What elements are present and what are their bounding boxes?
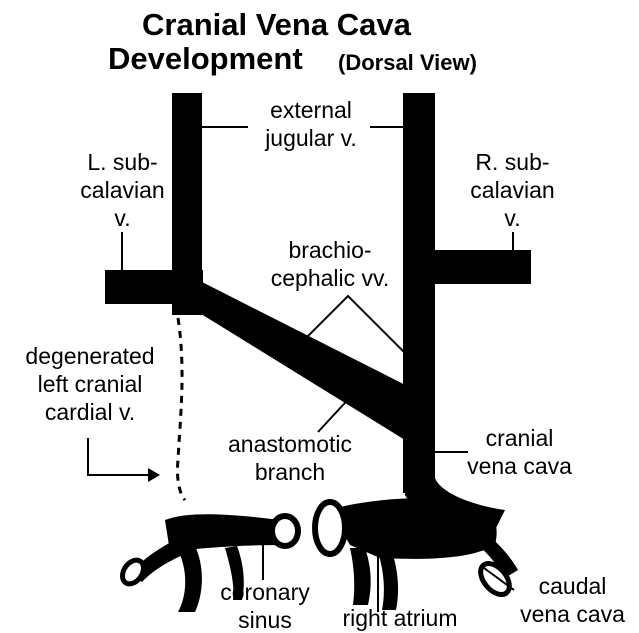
degenerated-arrowhead <box>148 468 160 482</box>
title-line-1: Cranial Vena Cava <box>142 8 411 42</box>
anastomotic-branch-vessel <box>172 282 435 440</box>
label-anastomotic: anastomotic branch <box>210 430 370 486</box>
leader-degenerated <box>88 438 150 475</box>
title-view: (Dorsal View) <box>338 50 477 76</box>
label-degenerated: degenerated left cranial cardial v. <box>4 342 176 426</box>
label-caudal-vena-cava: caudal vena cava <box>510 572 635 628</box>
title-line-2: Development <box>108 42 303 76</box>
label-cranial-vena-cava: cranial vena cava <box>462 424 577 480</box>
right-atrium-structure <box>315 498 518 610</box>
label-left-subclavian: L. sub- calavian v. <box>70 148 175 232</box>
degenerated-cardinal-vessel <box>177 318 185 500</box>
leader-anastomotic <box>318 392 355 432</box>
right-subclavian-vessel <box>433 250 531 284</box>
label-external-jugular: external jugular v. <box>246 96 376 152</box>
label-right-subclavian: R. sub- calavian v. <box>455 148 570 232</box>
label-right-atrium: right atrium <box>325 604 475 632</box>
label-coronary-sinus: coronary sinus <box>210 578 320 633</box>
label-brachiocephalic: brachio- cephalic vv. <box>260 236 400 292</box>
